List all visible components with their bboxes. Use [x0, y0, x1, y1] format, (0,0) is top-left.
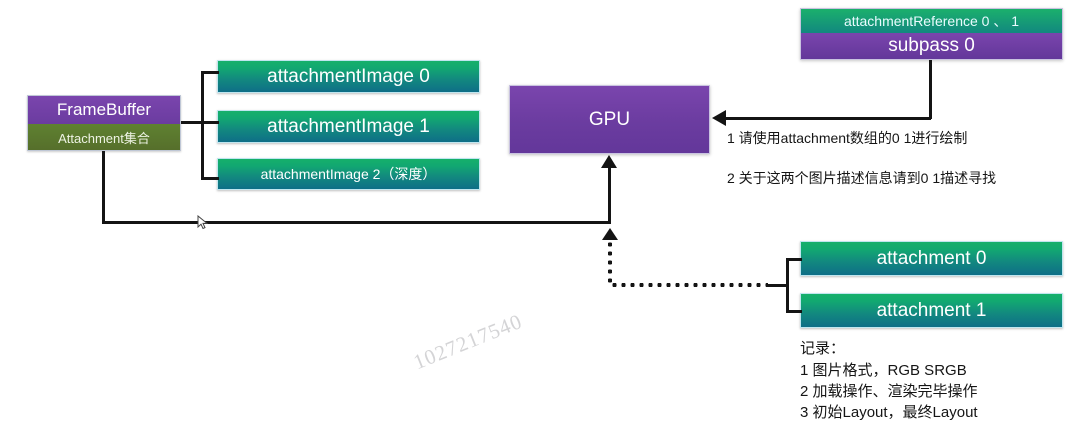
- brace-arm-image2: [201, 177, 219, 180]
- gpu-label: GPU: [588, 108, 631, 130]
- attachment-image-1-node[interactable]: attachmentImage 1: [217, 110, 480, 143]
- record-note-2: 2 加载操作、渲染完毕操作: [800, 383, 978, 400]
- gpu-input-arrow-subpass: [712, 110, 726, 126]
- attachment-image-0-node[interactable]: attachmentImage 0: [217, 60, 480, 93]
- attachment-image-0-label: attachmentImage 0: [267, 65, 430, 87]
- attachments-to-gpu-dotted-vertical: [608, 240, 612, 286]
- attachment-image-2-node[interactable]: attachmentImage 2（深度）: [217, 158, 480, 190]
- framebuffer-down-line: [102, 151, 105, 224]
- watermark-text: 1027217540: [410, 308, 526, 375]
- brace-left-stem-attachments: [766, 284, 788, 287]
- framebuffer-title: FrameBuffer: [28, 96, 180, 124]
- brace-arm-attachment0: [786, 258, 802, 261]
- framebuffer-to-gpu-horizontal: [102, 221, 611, 224]
- brace-arm-image1: [201, 121, 219, 124]
- attachments-to-gpu-dotted-horizontal: [610, 283, 768, 287]
- gpu-node[interactable]: GPU: [509, 85, 710, 154]
- record-note-3: 3 初始Layout，最终Layout: [800, 404, 978, 421]
- subpass-note-2: 2 关于这两个图片描述信息请到0 1描述寻找: [727, 170, 997, 186]
- attachment-1-node[interactable]: attachment 1: [800, 293, 1063, 328]
- attachment-1-label: attachment 1: [876, 299, 987, 321]
- subpass-note-1: 1 请使用attachment数组的0 1进行绘制: [727, 130, 968, 146]
- gpu-input-arrow-attachments: [602, 228, 618, 240]
- framebuffer-to-gpu-vertical: [608, 167, 611, 224]
- subpass-to-gpu-horizontal: [726, 117, 931, 120]
- subpass-node[interactable]: attachmentReference 0 、 1 subpass 0: [800, 8, 1063, 60]
- attachment-image-2-label: attachmentImage 2（深度）: [260, 166, 437, 182]
- brace-left-stem-images: [181, 121, 203, 124]
- attachment-0-label: attachment 0: [876, 247, 987, 269]
- record-note-1: 1 图片格式，RGB SRGB: [800, 362, 967, 379]
- subpass-down-line: [929, 60, 932, 119]
- subpass-title: subpass 0: [801, 33, 1062, 59]
- mouse-cursor-icon: [197, 215, 209, 230]
- gpu-input-arrow-framebuffer: [601, 155, 617, 168]
- brace-spine-images: [201, 71, 204, 180]
- attachment-image-1-label: attachmentImage 1: [267, 115, 430, 137]
- record-notes-heading: 记录：: [800, 340, 846, 357]
- attachment-0-node[interactable]: attachment 0: [800, 241, 1063, 276]
- brace-arm-attachment1: [786, 310, 802, 313]
- framebuffer-subtitle: Attachment集合: [28, 124, 180, 150]
- brace-arm-image0: [201, 71, 219, 74]
- framebuffer-node[interactable]: FrameBuffer Attachment集合: [27, 95, 181, 151]
- subpass-attachment-reference-label: attachmentReference 0 、 1: [801, 9, 1062, 33]
